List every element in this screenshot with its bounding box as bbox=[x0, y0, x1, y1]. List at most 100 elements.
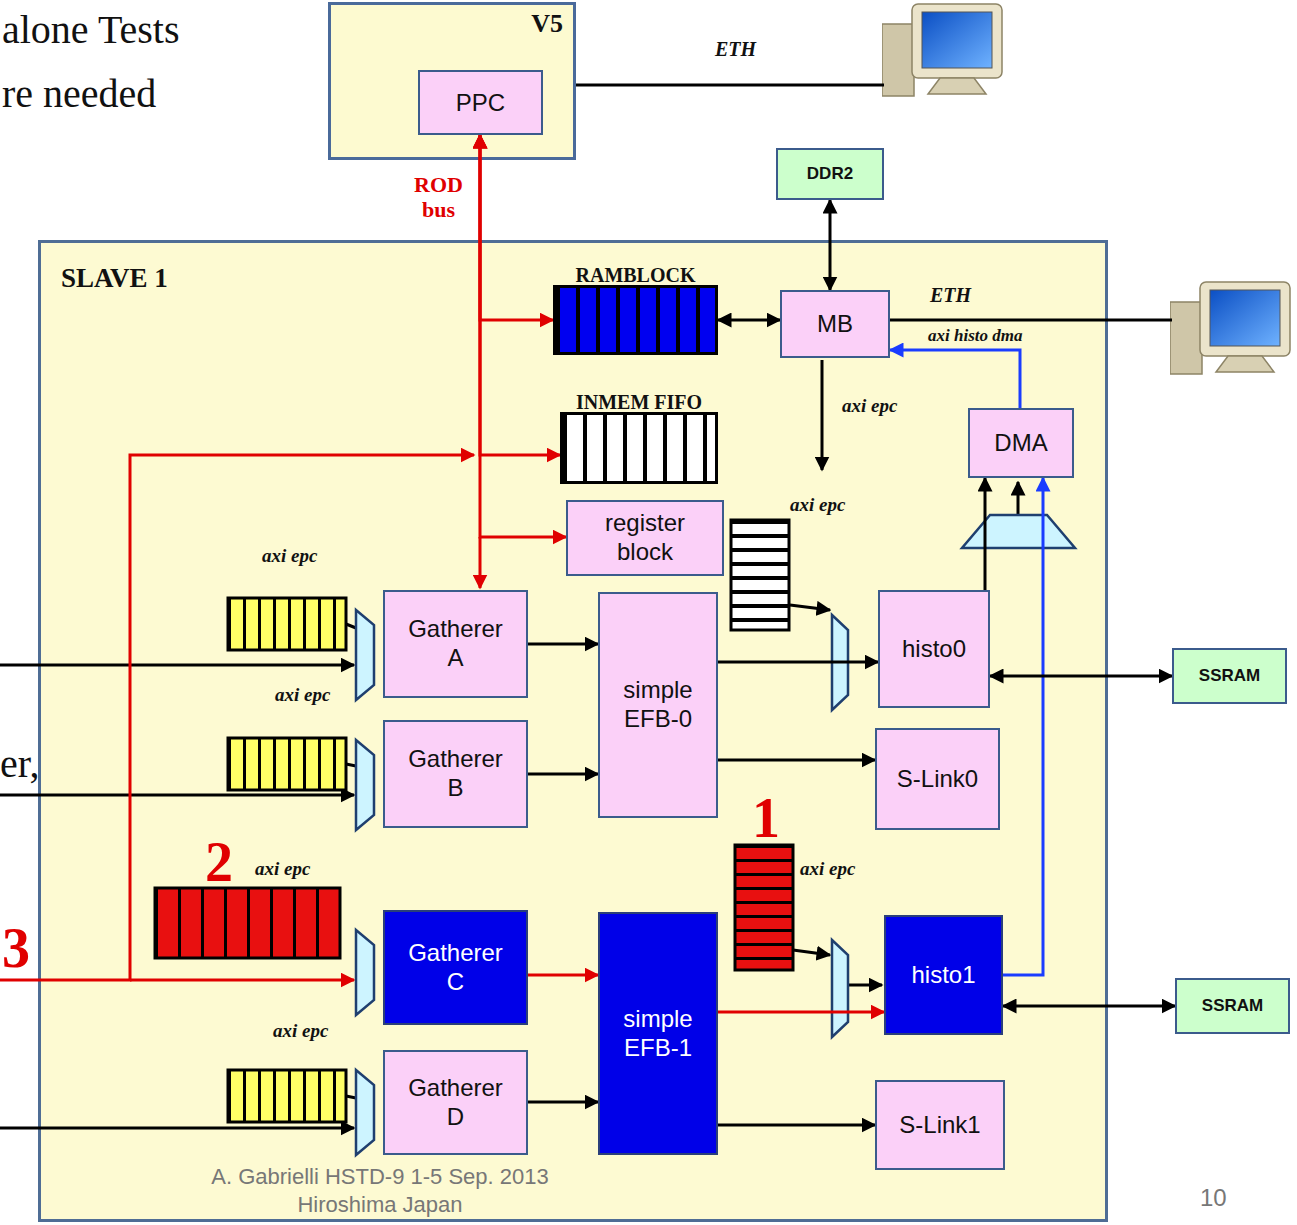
node-text: Gatherer D bbox=[408, 1074, 503, 1132]
input-link bbox=[0, 1127, 354, 1130]
connector bbox=[528, 773, 598, 776]
connector bbox=[990, 675, 1172, 678]
fifos bbox=[155, 520, 793, 1122]
process-box: Gatherer D bbox=[383, 1050, 528, 1155]
process-box: Gatherer A bbox=[383, 590, 528, 698]
memory-box: DDR2 bbox=[776, 148, 884, 200]
node-text: Gatherer C bbox=[408, 939, 503, 997]
node-text: DMA bbox=[994, 429, 1047, 457]
node-text: Gatherer A bbox=[408, 615, 503, 673]
computer-icon bbox=[1170, 282, 1290, 374]
connector bbox=[829, 200, 832, 290]
signal-label: axi epc bbox=[273, 1020, 328, 1042]
signal-label: axi epc bbox=[255, 858, 310, 880]
wires bbox=[0, 85, 1172, 1128]
connectors bbox=[480, 135, 1175, 1125]
eth-line bbox=[890, 319, 1172, 322]
connector bbox=[528, 643, 598, 646]
connector bbox=[984, 478, 987, 590]
callout-number: 3 bbox=[2, 920, 30, 976]
fpga-board: SLAVE 1 RAMBLOCK MB INMEM FIFO DMA register b… bbox=[38, 240, 1108, 1222]
mux bbox=[962, 515, 1075, 548]
connector bbox=[1003, 478, 1043, 975]
process-box: simple EFB-1 bbox=[598, 912, 718, 1155]
input-link bbox=[0, 664, 354, 667]
process-box: histo0 bbox=[878, 590, 990, 708]
board-title: SLAVE 1 bbox=[61, 263, 168, 294]
node-text: MB bbox=[817, 310, 853, 338]
memory-box: SSRAM bbox=[1172, 648, 1287, 704]
fifo bbox=[735, 845, 793, 970]
node-text: DDR2 bbox=[807, 164, 853, 184]
node-text: simple EFB-0 bbox=[623, 676, 692, 734]
process-box: register block bbox=[566, 500, 724, 576]
connector bbox=[480, 135, 566, 537]
process-box: MB bbox=[780, 290, 890, 358]
rod-bus-line bbox=[479, 537, 482, 588]
node-text: RAMBLOCK bbox=[576, 264, 696, 287]
connector bbox=[480, 135, 560, 455]
connector bbox=[718, 1011, 884, 1014]
mux bbox=[356, 1070, 374, 1155]
bus-label: ROD bus bbox=[414, 172, 463, 223]
connector bbox=[528, 1101, 598, 1104]
fpga-board: V5PPC bbox=[328, 2, 576, 160]
input-link bbox=[0, 794, 354, 797]
node-text: histo1 bbox=[911, 961, 975, 989]
node-text: PPC bbox=[456, 89, 505, 117]
process-box: histo1 bbox=[884, 915, 1003, 1035]
test-injection-line bbox=[0, 455, 474, 980]
mux bbox=[356, 740, 374, 830]
process-box: Gatherer C bbox=[383, 910, 528, 1025]
connector bbox=[480, 135, 553, 320]
mux-arrow bbox=[1017, 482, 1020, 515]
ram-block: RAMBLOCK bbox=[553, 285, 718, 355]
edge-label: axi histo dma bbox=[926, 326, 1024, 346]
heading-text: er, bbox=[0, 740, 39, 787]
mux-arrow bbox=[848, 984, 882, 987]
computer-icons bbox=[882, 4, 1290, 374]
node-text: histo0 bbox=[902, 635, 966, 663]
node-text: INMEM FIFO bbox=[576, 391, 702, 414]
process-box: S-Link1 bbox=[875, 1080, 1005, 1170]
heading-text: alone Tests bbox=[2, 6, 180, 53]
footer-text: A. Gabrielli HSTD-9 1-5 Sep. 2013 Hirosh… bbox=[170, 1163, 590, 1218]
signal-label: ETH bbox=[930, 284, 971, 307]
signal-label: axi epc bbox=[842, 395, 897, 417]
connector bbox=[718, 661, 878, 664]
callout-number: 1 bbox=[752, 790, 780, 846]
multiplexers bbox=[356, 515, 1075, 1155]
heading-text: re needed bbox=[2, 70, 156, 117]
node-text: SSRAM bbox=[1202, 996, 1263, 1016]
fifo-arrow bbox=[790, 605, 830, 610]
mux bbox=[356, 610, 374, 700]
axi-epc-line bbox=[821, 360, 824, 470]
signal-label: axi epc bbox=[262, 545, 317, 567]
node-text: SSRAM bbox=[1199, 666, 1260, 686]
fifo bbox=[228, 1070, 346, 1122]
connector bbox=[718, 759, 875, 762]
node-text: register block bbox=[605, 509, 685, 567]
node-text: S-Link1 bbox=[899, 1111, 980, 1139]
board-title: V5 bbox=[531, 9, 563, 39]
computer-icon bbox=[882, 4, 1002, 96]
eth-line bbox=[576, 84, 884, 87]
process-box: Gatherer B bbox=[383, 720, 528, 828]
node-text: Gatherer B bbox=[408, 745, 503, 803]
signal-label: axi epc bbox=[275, 684, 330, 706]
mux bbox=[356, 930, 374, 1015]
callout-number: 2 bbox=[205, 834, 233, 890]
process-box: simple EFB-0 bbox=[598, 592, 718, 818]
signal-label: ETH bbox=[715, 38, 756, 61]
connector bbox=[528, 974, 598, 977]
connector bbox=[718, 1124, 875, 1127]
connector bbox=[890, 350, 1020, 408]
process-box: PPC bbox=[418, 70, 543, 135]
page-number: 10 bbox=[1200, 1184, 1227, 1212]
connector bbox=[718, 319, 780, 322]
fifo-block: INMEM FIFO bbox=[560, 412, 718, 484]
fifo bbox=[731, 520, 789, 630]
signal-label: axi epc bbox=[790, 494, 845, 516]
process-box: DMA bbox=[968, 408, 1074, 478]
process-box: S-Link0 bbox=[875, 728, 1000, 830]
